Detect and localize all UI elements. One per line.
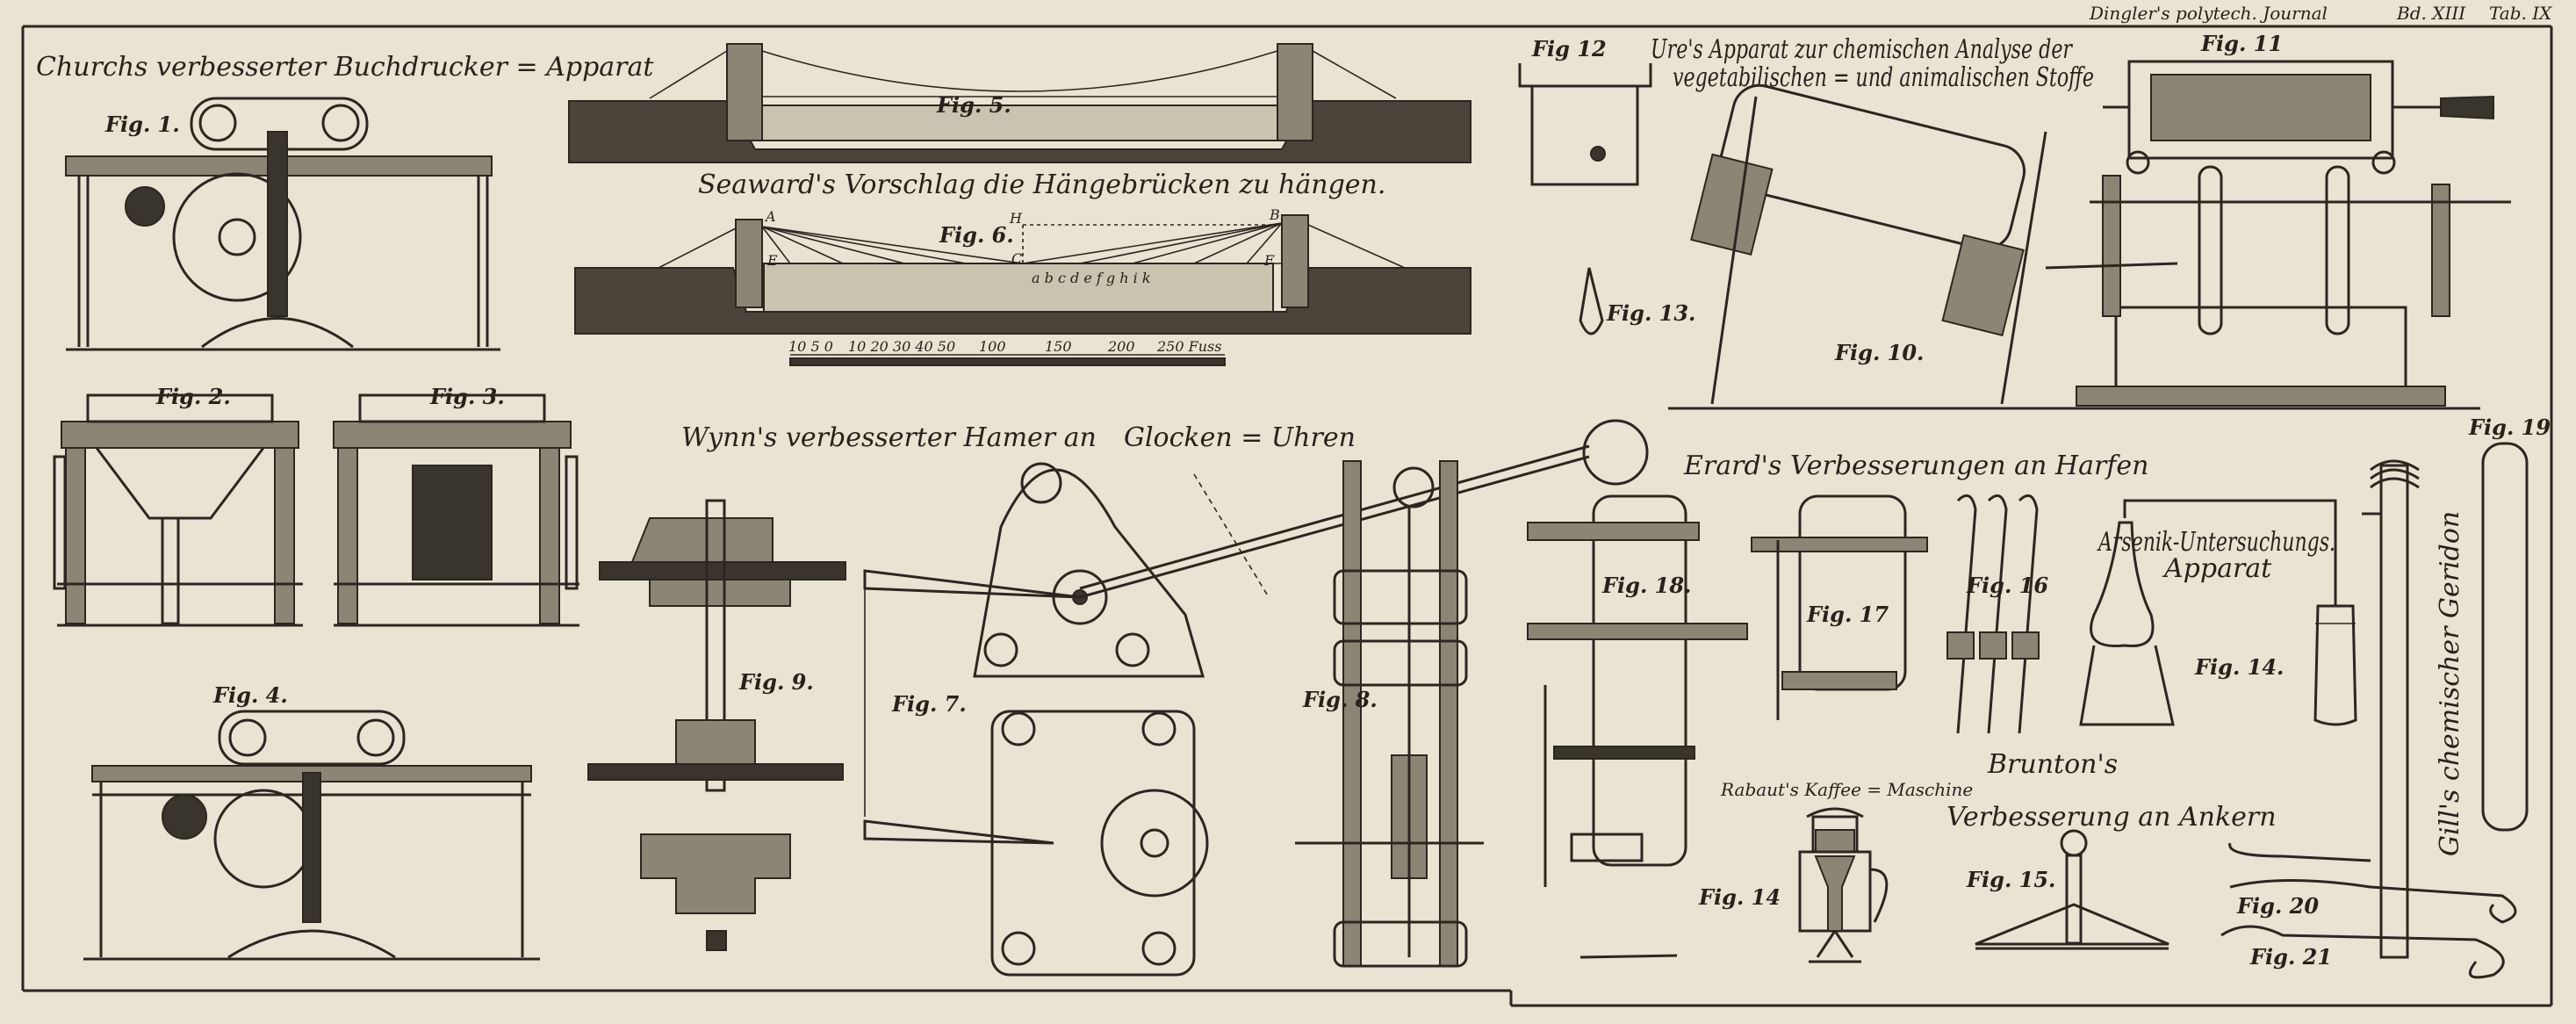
fig14-coffee-machine: Rabaut's Kaffee = Maschine Fig. 14: [1698, 779, 1973, 963]
scale-tick: 10 20 30 40 50: [848, 338, 955, 355]
point-F: F: [1263, 252, 1275, 269]
fig10-label: Fig. 10.: [1834, 340, 1924, 365]
seaward-title: Seaward's Vorschlag die Hängebrücken zu …: [698, 169, 1385, 200]
scale-tick: 10 5 0: [788, 338, 833, 355]
fig2-press-front: Fig. 2.: [53, 384, 303, 627]
fig16-label: Fig. 16: [1966, 573, 2048, 598]
fig9-label: Fig. 9.: [738, 669, 814, 695]
journal-name: Dingler's polytech. Journal: [2089, 3, 2328, 24]
scale-tick: 200: [1107, 338, 1135, 355]
bridge-point-labels: a b c d e f g h i k: [1032, 270, 1151, 286]
fig12-label: Fig 12: [1531, 36, 1607, 61]
fig10-combustion-apparatus: Fig. 10.: [1668, 83, 2511, 410]
fig14-arsenic-apparatus: Arsenik-Untersuchungs. Apparat Fig. 14.: [2079, 499, 2357, 726]
scale-tick: 250 Fuss: [1156, 338, 1221, 355]
fig14-coffee-label: Fig. 14: [1698, 884, 1781, 910]
fig19-label: Fig. 19: [2468, 415, 2551, 440]
church-title: Churchs verbesserter Buchdrucker = Appar…: [36, 52, 654, 83]
fig18-harp-neck: Fig. 18.: [1527, 494, 1748, 959]
fig1-label: Fig. 1.: [104, 112, 180, 137]
fig9-hammer-section: Fig. 9.: [587, 499, 846, 951]
wynn-title-2: Glocken = Uhren: [1124, 422, 1356, 453]
fig5-suspension-bridge: Fig. 5.: [568, 43, 1471, 163]
fig7-label: Fig. 7.: [891, 691, 967, 717]
fig16-harp-forks: Fig. 16: [1946, 494, 2048, 734]
fig18-label: Fig. 18.: [1601, 573, 1691, 598]
rabaut-title: Rabaut's Kaffee = Maschine: [1720, 779, 1973, 800]
fig15-anchor: Fig. 15.: [1966, 829, 2169, 950]
fig4-label: Fig. 4.: [212, 682, 288, 708]
scale-bar: 10 5 0 10 20 30 40 50 100 150 200 250 Fu…: [788, 338, 1226, 366]
plate-frame: [21, 25, 2553, 1007]
erard-title: Erard's Verbesserungen an Harfen: [1683, 451, 2148, 481]
fig20-fig21-hooks: Fig. 20 Fig. 21: [2220, 842, 2517, 979]
fig1-printing-press: Churchs verbesserter Buchdrucker = Appar…: [36, 52, 654, 351]
fig19-gill-geridon: Fig. 19 Gill's chemischer Geridon: [2362, 415, 2551, 959]
point-C: C: [1011, 250, 1022, 267]
arsenic-title-2: Apparat: [2162, 553, 2272, 584]
plate-number: Tab. IX: [2489, 3, 2552, 24]
point-B: B: [1269, 206, 1280, 223]
wynn-title-1: Wynn's verbesserter Hamer an: [681, 422, 1097, 453]
arsenic-title-1: Arsenik-Untersuchungs.: [2097, 527, 2335, 558]
point-A: A: [764, 208, 776, 225]
point-E: E: [766, 252, 778, 269]
fig13-label: Fig. 13.: [1606, 300, 1695, 326]
volume-number: Bd. XIII: [2396, 3, 2466, 24]
fig21-label: Fig. 21: [2249, 944, 2332, 970]
scale-tick: 150: [1045, 338, 1072, 355]
ure-title-1: Ure's Apparat zur chemischen Analyse der: [1651, 34, 2073, 65]
gill-title: Gill's chemischer Geridon: [2435, 511, 2465, 856]
fig8-clock-mechanism: Fig. 8.: [1295, 460, 1484, 968]
fig11-label: Fig. 11: [2200, 31, 2283, 56]
fig17-harp-mechanism: Fig. 17: [1751, 494, 1928, 720]
brunton-title-1: Brunton's: [1987, 749, 2118, 780]
fig6-suspension-bridge: Fig. 6. a b c d e f g h i k A B H C E F: [574, 206, 1471, 335]
fig17-label: Fig. 17: [1806, 602, 1889, 627]
fig14-arsenic-label: Fig. 14.: [2194, 654, 2284, 680]
fig15-label: Fig. 15.: [1966, 867, 2055, 892]
point-H: H: [1009, 210, 1023, 227]
fig5-label: Fig. 5.: [936, 92, 1011, 118]
ure-title-2: vegetabilischen = und animalischen Stoff…: [1673, 62, 2094, 93]
fig3-press-side: Fig. 3.: [333, 384, 579, 627]
fig4-press-perspective: Fig. 4.: [83, 682, 540, 961]
fig13-spatula: Fig. 13.: [1579, 267, 1695, 335]
scale-tick: 100: [979, 338, 1006, 355]
fig8-label: Fig. 8.: [1302, 687, 1378, 712]
brunton-title-2: Verbesserung an Ankern: [1946, 802, 2277, 833]
fig6-label: Fig. 6.: [939, 222, 1014, 248]
fig20-label: Fig. 20: [2236, 893, 2319, 919]
fig11-furnace-box: Fig. 11: [2103, 31, 2494, 175]
fig7-bell-hammer: Fig. 7.: [863, 419, 1649, 977]
fig12-vessel: Fig 12: [1518, 36, 1652, 186]
